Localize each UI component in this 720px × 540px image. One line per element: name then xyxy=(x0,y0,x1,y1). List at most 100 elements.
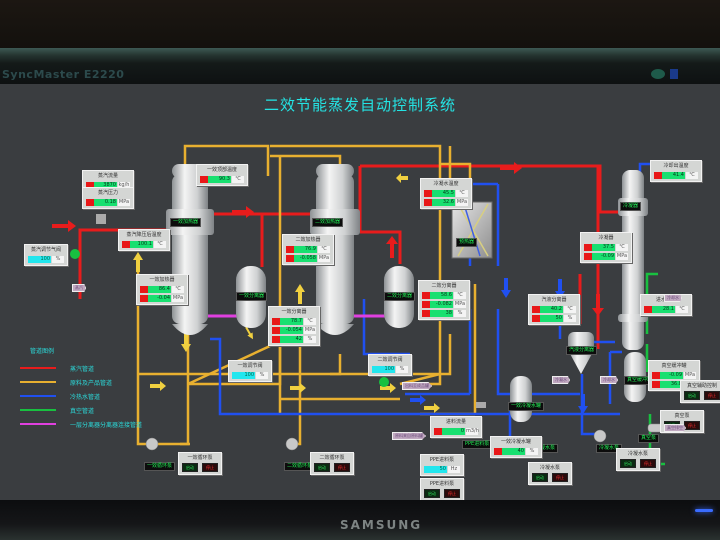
unit-label: ℃ xyxy=(616,243,628,251)
tag-first-pump[interactable]: 一效循环泵 xyxy=(144,462,176,471)
value-readout: 40.2 xyxy=(540,305,563,313)
setpoint-input[interactable]: 100 xyxy=(28,255,51,263)
value-readout: -0.058 xyxy=(294,254,317,262)
setpoint-input[interactable]: 100 xyxy=(232,371,255,379)
panel-title: 蒸汽降压后温度 xyxy=(126,232,162,238)
legend-item-vacuum: 真空管道 xyxy=(20,403,142,417)
tag-vapor-separator[interactable]: 汽液分离器 xyxy=(566,346,598,355)
value-readout: 0.18 xyxy=(94,198,117,206)
panel-row: 86.4℃ xyxy=(140,285,184,293)
legend-label: 真空管道 xyxy=(70,407,95,415)
tag-first-separator[interactable]: 一效分离器 xyxy=(236,292,268,301)
start-button[interactable]: 启动 xyxy=(620,459,636,468)
alarm-indicator xyxy=(424,189,432,197)
stop-button[interactable]: 停止 xyxy=(640,459,656,468)
stop-button[interactable]: 停止 xyxy=(552,473,568,482)
alarm-indicator xyxy=(422,300,430,308)
unit-label: % xyxy=(396,365,408,373)
panel-title: 一效顶部温度 xyxy=(206,167,237,173)
tag-condenser[interactable]: 冷凝器 xyxy=(620,202,642,211)
motor-panel-water-pump[interactable]: 冷凝水泵启动停止 xyxy=(616,448,660,471)
alarm-indicator xyxy=(654,171,662,179)
motor-panel-second-pump[interactable]: 二效循环泵启动停止 xyxy=(310,452,354,475)
panel-title: 二效分离器 xyxy=(431,283,457,289)
panel-row: 28.1℃ xyxy=(644,305,688,313)
monitor-bezel-top xyxy=(0,48,720,86)
panel-row: 100% xyxy=(28,255,64,263)
tag-feed-pump[interactable]: PPE进料泵 xyxy=(462,440,493,449)
alarm-indicator xyxy=(140,285,148,293)
motor-panel-cond-pump[interactable]: 冷凝水泵启动停止 xyxy=(528,462,572,485)
panel-title: 蒸汽流量 xyxy=(97,173,118,179)
panel-title: 一效分离器 xyxy=(281,309,307,315)
panel-row: 100.1℃ xyxy=(122,240,166,248)
start-button[interactable]: 启动 xyxy=(314,463,330,472)
unit-label: MPa xyxy=(118,198,130,206)
value-readout: 38 xyxy=(430,309,453,317)
motor-panel-first-pump[interactable]: 一效循环泵启动停止 xyxy=(178,452,222,475)
value-readout: -0.082 xyxy=(430,300,453,308)
stop-button[interactable]: 停止 xyxy=(202,463,218,472)
motor-panel-feed-pump[interactable]: PPE进料泵启动停止 xyxy=(420,478,464,501)
setpoint-input[interactable]: 100 xyxy=(372,365,395,373)
start-button[interactable]: 启动 xyxy=(424,489,440,498)
monitor-logo-icon xyxy=(651,69,678,79)
tag-vacuum-pump[interactable]: 真空泵 xyxy=(638,434,660,443)
value-readout: 58.6 xyxy=(430,291,453,299)
panel-steam-reduced-temp[interactable]: 蒸汽降压后温度 100.1℃ xyxy=(118,229,170,251)
stop-button[interactable]: 停止 xyxy=(444,489,460,498)
tag-preheater[interactable]: 预热器 xyxy=(456,238,478,247)
motor-buttons: 启动停止 xyxy=(620,459,656,468)
stop-button[interactable]: 停止 xyxy=(704,391,720,400)
legend-swatch xyxy=(20,367,56,369)
start-button[interactable]: 启动 xyxy=(684,391,700,400)
tag-second-effect-heater[interactable]: 二效加热器 xyxy=(312,218,344,227)
panel-title: 冷却出温度 xyxy=(663,163,689,169)
outlet-cooling-in: 冷却水 xyxy=(664,294,682,302)
tag-cond-tank[interactable]: 一效冷凝水罐 xyxy=(508,402,545,411)
start-button[interactable]: 启动 xyxy=(532,473,548,482)
legend-label: 蒸汽管道 xyxy=(70,365,95,373)
stop-button[interactable]: 停止 xyxy=(684,421,700,430)
unit-label: ℃ xyxy=(154,240,166,248)
legend-label: 冷热水管道 xyxy=(70,393,101,401)
legend-label: 原料及产品管道 xyxy=(70,379,113,387)
tag-first-effect-heater[interactable]: 一效加热器 xyxy=(170,218,202,227)
motor-buttons: 启动停止 xyxy=(532,473,568,482)
stop-button[interactable]: 停止 xyxy=(334,463,350,472)
panel-row: 38% xyxy=(422,309,466,317)
motor-buttons: 启动停止 xyxy=(182,463,218,472)
scada-screen: 二效节能蒸发自动控制系统 xyxy=(0,84,720,502)
start-button[interactable]: 启动 xyxy=(182,463,198,472)
setpoint-input[interactable]: 50 xyxy=(424,465,447,473)
tag-second-separator[interactable]: 二效分离器 xyxy=(384,292,416,301)
motor-panel-vacuum-aux[interactable]: 真空辅助控制启动停止 xyxy=(680,380,720,403)
motor-buttons: 启动停止 xyxy=(424,489,460,498)
alarm-indicator xyxy=(422,291,430,299)
panel-title: 汽液分离器 xyxy=(541,297,567,303)
alarm-indicator xyxy=(494,447,502,455)
outlet-vent: 真空排空 xyxy=(664,424,686,432)
